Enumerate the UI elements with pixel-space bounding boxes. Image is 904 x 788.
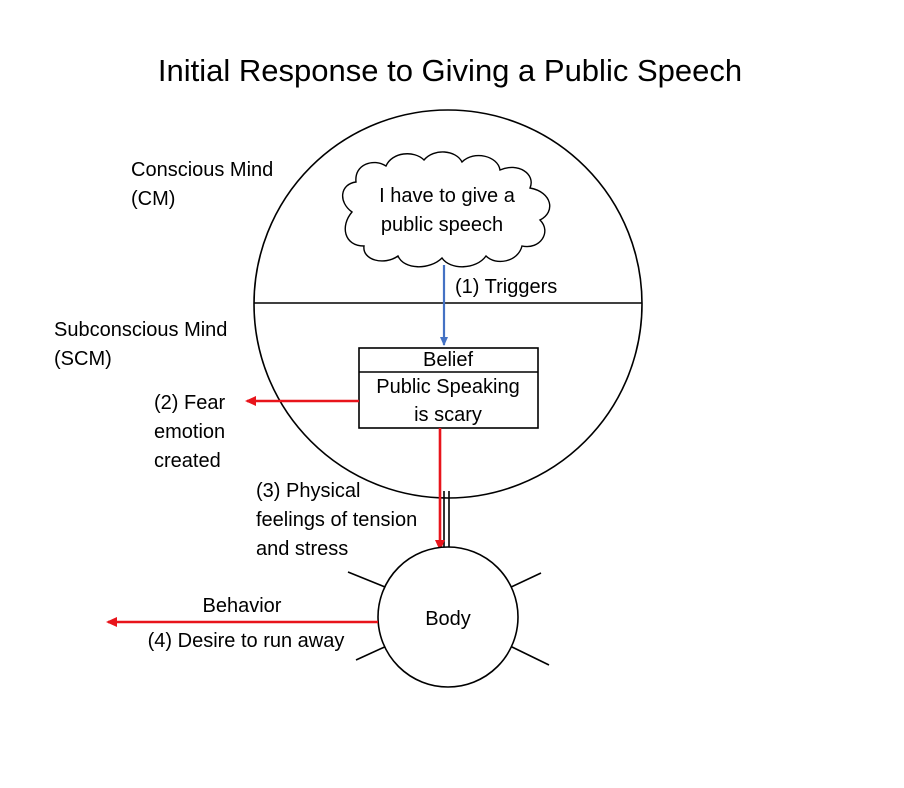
body-limb-upper-left bbox=[347, 571, 391, 590]
physical-label-line1: (3) Physical bbox=[256, 480, 360, 502]
fear-label-line1: (2) Fear bbox=[154, 392, 225, 414]
body-limb-lower-left bbox=[355, 644, 390, 661]
physical-label-line2: feelings of tension bbox=[256, 509, 417, 531]
body-limb-lower-right bbox=[509, 645, 550, 666]
trigger-label: (1) Triggers bbox=[455, 276, 557, 298]
thought-cloud bbox=[342, 151, 551, 268]
subconscious-mind-abbr: (SCM) bbox=[54, 348, 112, 370]
mind-circle bbox=[253, 109, 643, 499]
conscious-mind-abbr: (CM) bbox=[131, 188, 175, 210]
subconscious-mind-label: Subconscious Mind bbox=[54, 319, 227, 341]
thought-cloud-line1: I have to give a bbox=[379, 185, 516, 207]
fear-label-line2: emotion bbox=[154, 421, 225, 443]
belief-box bbox=[358, 347, 539, 429]
diagram-title: Initial Response to Giving a Public Spee… bbox=[158, 53, 742, 88]
desire-label: (4) Desire to run away bbox=[148, 630, 345, 652]
body-label: Body bbox=[425, 608, 471, 630]
belief-text-line2: is scary bbox=[414, 404, 482, 426]
belief-header: Belief bbox=[423, 349, 473, 371]
conscious-mind-label: Conscious Mind bbox=[131, 159, 273, 181]
physical-label-line3: and stress bbox=[256, 538, 348, 560]
body-limb-upper-right bbox=[506, 572, 542, 590]
belief-text-line1: Public Speaking bbox=[376, 376, 519, 398]
behavior-label: Behavior bbox=[203, 595, 282, 617]
fear-label-line3: created bbox=[154, 450, 221, 472]
thought-cloud-line2: public speech bbox=[381, 214, 503, 236]
body-circle bbox=[377, 546, 519, 688]
